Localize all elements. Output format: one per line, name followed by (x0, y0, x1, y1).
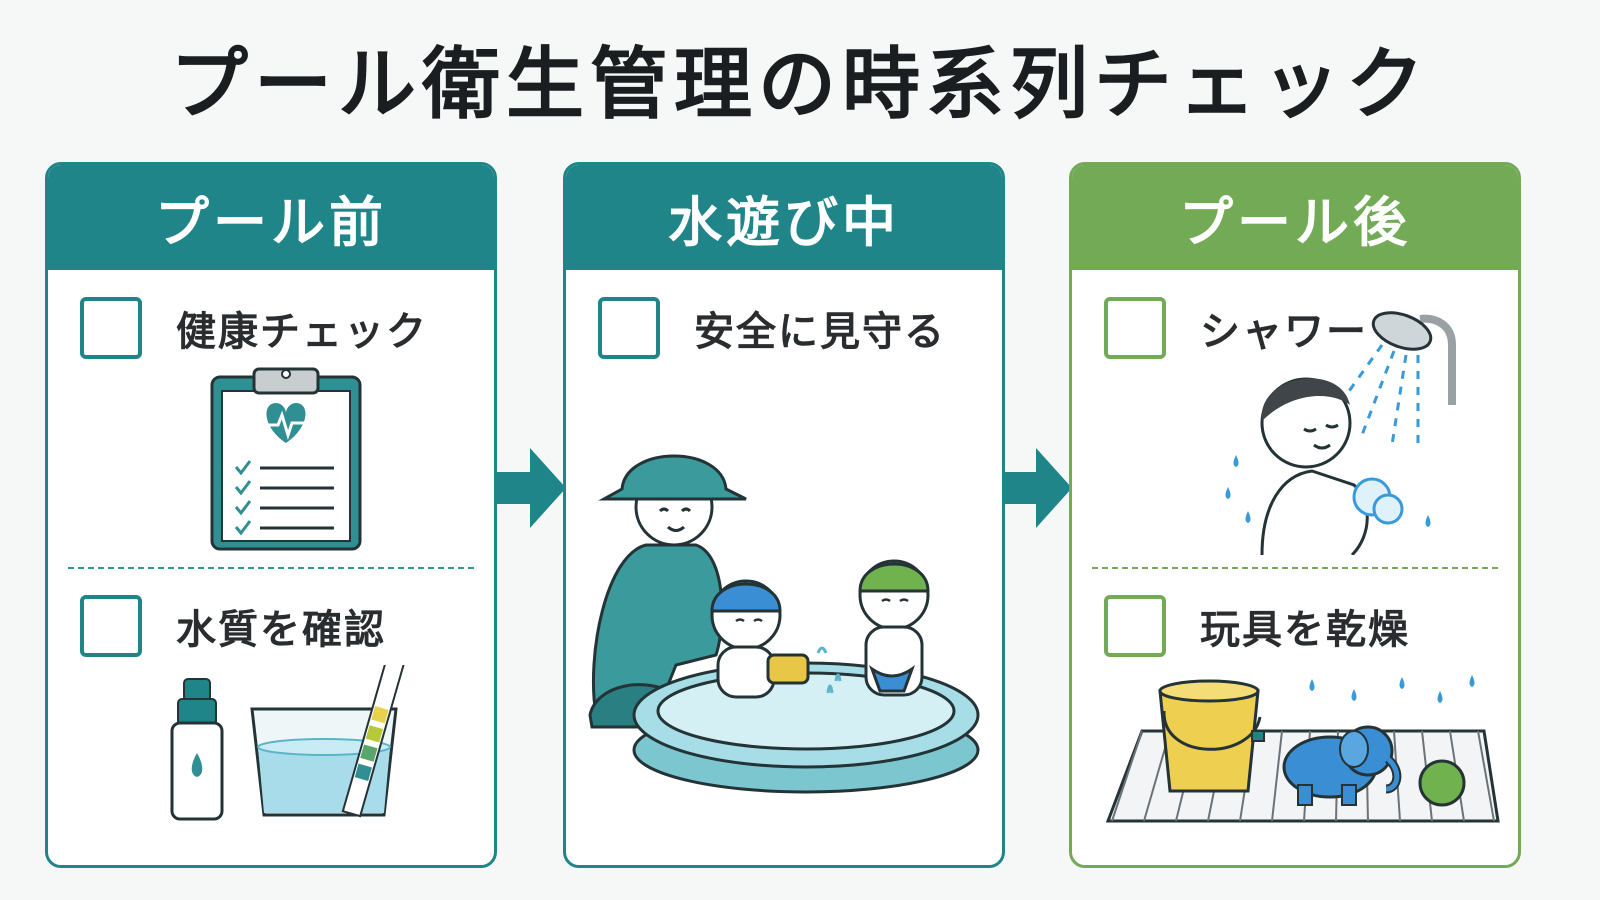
clipboard-heart-icon (210, 367, 362, 551)
panel-heading: プール前 (48, 165, 494, 270)
check-item-label: 安全に見守る (694, 309, 946, 355)
check-item-label: 玩具を乾燥 (1200, 607, 1410, 653)
supervised-pool-play-icon (588, 454, 980, 794)
dry-toys-checkbox[interactable] (1104, 595, 1166, 657)
check-item-health[interactable]: 健康チェック (80, 297, 428, 359)
drying-toys-icon (1105, 675, 1500, 823)
check-item-label: 健康チェック (176, 309, 428, 355)
health-checkbox[interactable] (80, 297, 142, 359)
shower-checkbox[interactable] (1104, 297, 1166, 359)
flow-arrow-icon (1002, 448, 1072, 528)
check-item-label: 水質を確認 (176, 607, 386, 653)
panel-after-pool: プール後 シャワー 玩具を乾 (1069, 162, 1521, 868)
flow-arrow-icon (496, 448, 566, 528)
check-item-supervise[interactable]: 安全に見守る (598, 297, 946, 359)
panel-heading: 水遊び中 (566, 165, 1002, 270)
panel-heading: プール後 (1072, 165, 1518, 270)
supervise-checkbox[interactable] (598, 297, 660, 359)
section-divider (1092, 567, 1498, 569)
child-shower-icon (1225, 311, 1456, 555)
panel-during-play: 水遊び中 安全に見守る (563, 162, 1005, 868)
check-item-water-quality[interactable]: 水質を確認 (80, 595, 386, 657)
water-test-kit-icon (170, 665, 406, 821)
check-item-shower[interactable]: シャワー (1104, 297, 1368, 359)
section-divider (68, 567, 474, 569)
check-item-label: シャワー (1200, 309, 1368, 355)
water-quality-checkbox[interactable] (80, 595, 142, 657)
page-title: プール衛生管理の時系列チェック (169, 40, 1430, 130)
check-item-dry-toys[interactable]: 玩具を乾燥 (1104, 595, 1410, 657)
panel-before-pool: プール前 健康チェック 水質を確認 (45, 162, 497, 868)
